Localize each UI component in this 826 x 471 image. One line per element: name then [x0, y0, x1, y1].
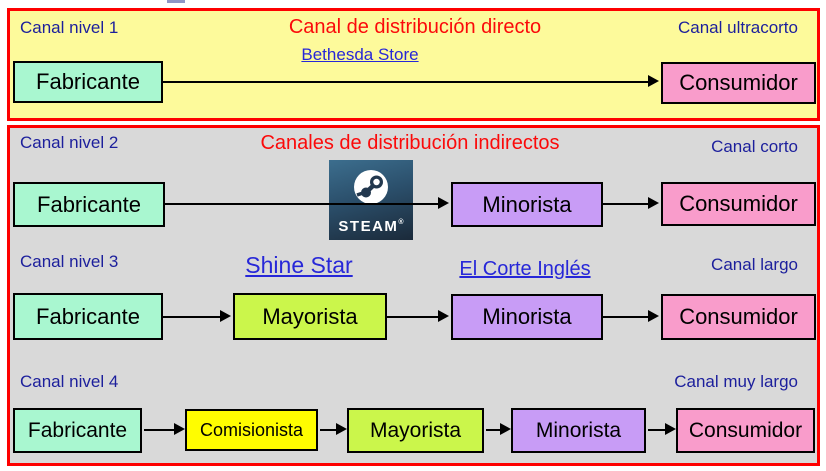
fabricante-box-level3: Fabricante: [13, 293, 163, 340]
channel-largo-label: Canal largo: [711, 255, 798, 274]
arrow-level3-producer-wholesaler: [163, 310, 231, 322]
steam-wordmark: STEAM®: [338, 218, 404, 235]
arrow-level3-retailer-consumer: [603, 310, 659, 322]
arrow-level4-wholesaler-retailer: [486, 423, 511, 435]
level-2-label: Canal nivel 2: [20, 133, 119, 152]
shine-star-link[interactable]: Shine Star: [245, 252, 353, 278]
comisionista-box-level4: Comisionista: [185, 409, 318, 451]
consumidor-box-level2: Consumidor: [661, 182, 816, 226]
channel-ultracorto-label: Canal ultracorto: [677, 18, 798, 37]
fabricante-box-level4: Fabricante: [13, 408, 142, 453]
arrow-level4-retailer-consumer: [648, 423, 676, 435]
fabricante-box-level1: Fabricante: [13, 61, 163, 103]
arrow-level2-retailer-consumer: [603, 197, 659, 209]
indirect-channels-title: Canales de distribución indirectos: [260, 132, 560, 154]
direct-channel-title: Canal de distribución directo: [288, 16, 542, 38]
consumidor-box-level4: Consumidor: [676, 408, 815, 453]
channel-corto-label: Canal corto: [711, 137, 798, 156]
channel-muy-largo-label: Canal muy largo: [674, 372, 798, 391]
consumidor-box-level3: Consumidor: [661, 294, 816, 340]
level-4-label: Canal nivel 4: [20, 372, 119, 391]
arrow-level2-producer-retailer: [165, 197, 449, 209]
arrow-level1: [163, 75, 659, 87]
bethesda-store-link[interactable]: Bethesda Store: [301, 45, 419, 64]
level-3-label: Canal nivel 3: [20, 252, 119, 271]
steam-icon: [354, 170, 388, 204]
el-corte-ingles-link[interactable]: El Corte Inglés: [459, 258, 591, 280]
level-1-label: Canal nivel 1: [20, 18, 119, 37]
minorista-box-level2: Minorista: [451, 182, 603, 227]
fabricante-box-level2: Fabricante: [13, 182, 165, 227]
mayorista-box-level4: Mayorista: [347, 408, 484, 453]
arrow-level4-agent-wholesaler: [320, 423, 347, 435]
arrow-level4-producer-agent: [144, 423, 185, 435]
minorista-box-level4: Minorista: [511, 408, 646, 453]
arrow-level3-wholesaler-retailer: [387, 310, 449, 322]
cropped-text-artifact: [167, 0, 185, 3]
minorista-box-level3: Minorista: [451, 294, 603, 340]
mayorista-box-level3: Mayorista: [233, 293, 387, 340]
steam-logo[interactable]: STEAM®: [329, 160, 413, 240]
consumidor-box-level1: Consumidor: [661, 62, 816, 104]
